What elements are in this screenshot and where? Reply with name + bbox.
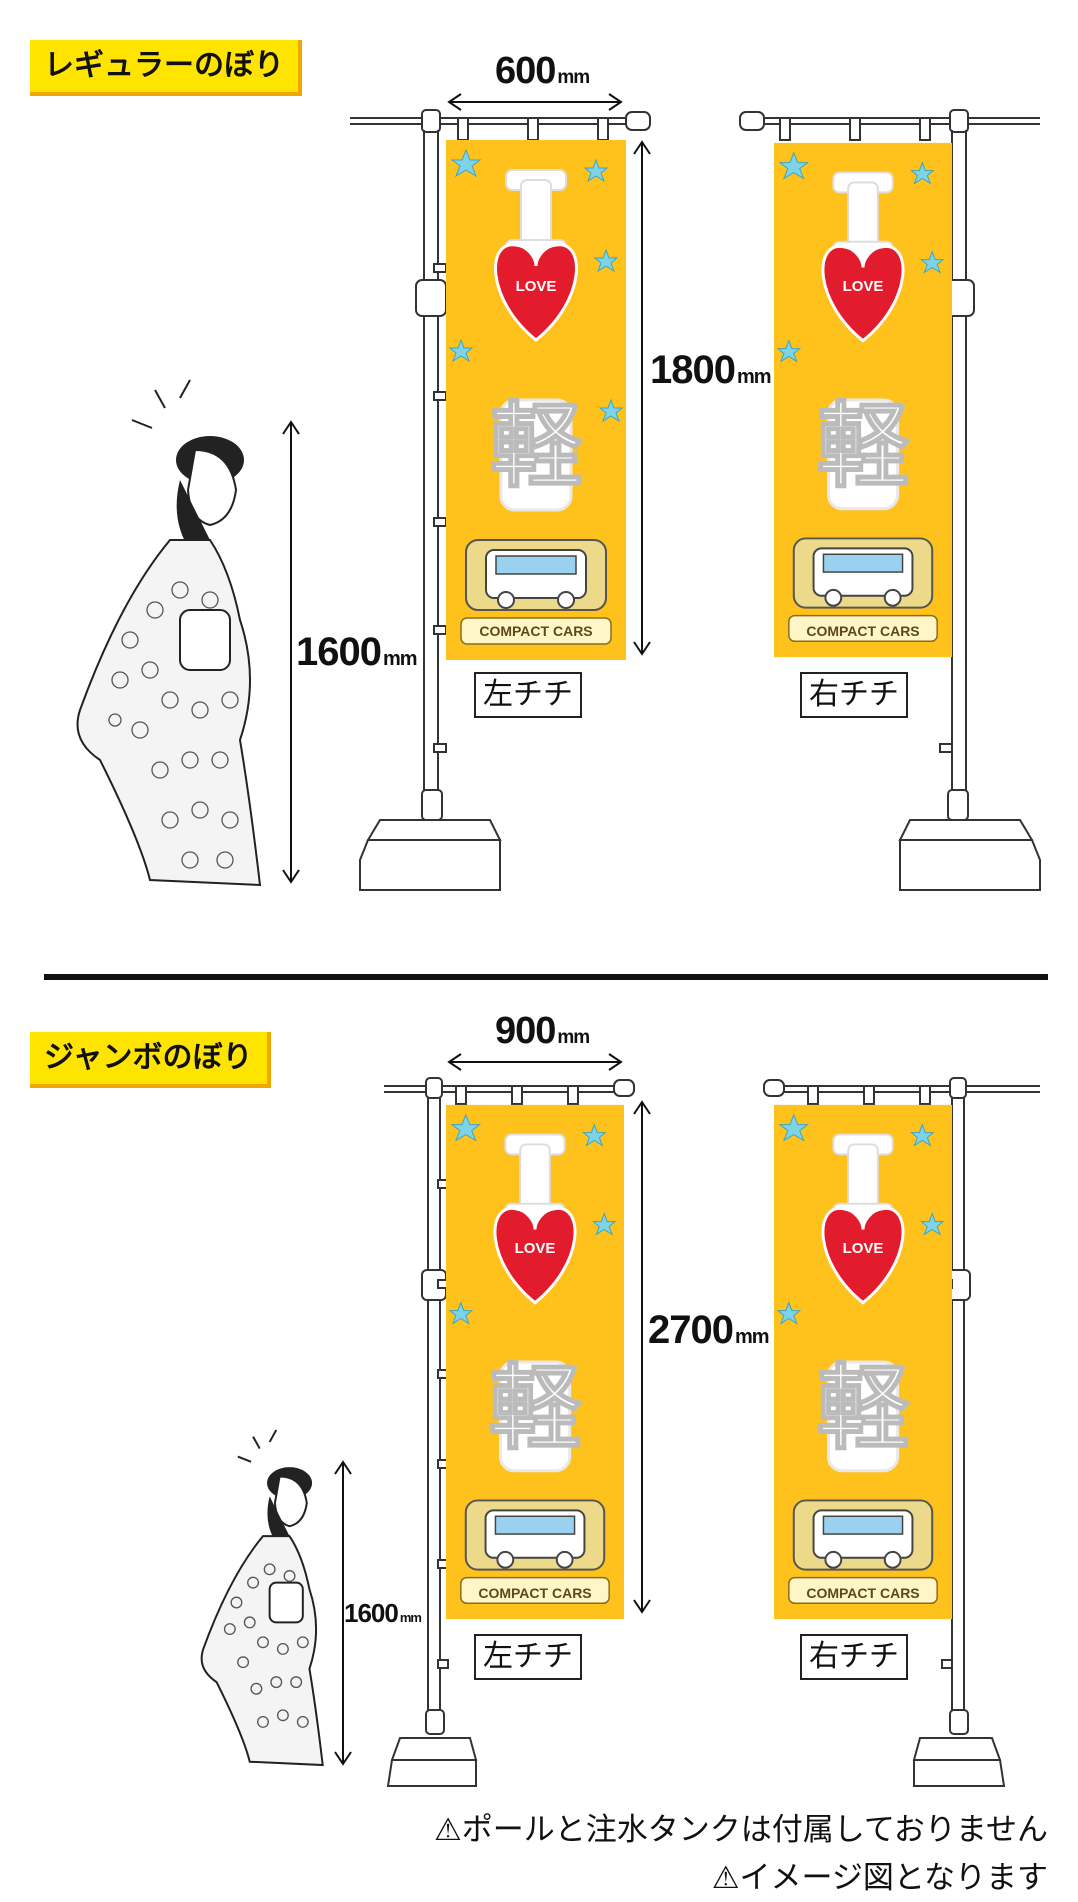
banner-right-jumbo bbox=[763, 1077, 1040, 1787]
width-arrow-jumbo bbox=[447, 1053, 623, 1071]
banner-art-right-jumbo: LOVE 軽 COMPACT CARS bbox=[774, 1102, 952, 1622]
banner-love-text: LOVE bbox=[842, 278, 884, 295]
person-arrow-jumbo bbox=[334, 1460, 352, 1766]
note-pole-not-included: ⚠ポールと注水タンクは付属しておりません bbox=[434, 1812, 1048, 1848]
banner-left-jumbo bbox=[384, 1077, 635, 1787]
banner-compact-cars: COMPACT CARS bbox=[478, 1585, 592, 1601]
banner-kanji: 軽 bbox=[816, 1354, 910, 1463]
banner-compact-cars: COMPACT CARS bbox=[479, 623, 593, 639]
width-arrow-regular bbox=[447, 93, 623, 111]
banner-kanji: 軽 bbox=[488, 1354, 582, 1463]
banner-love-text: LOVE bbox=[514, 1240, 556, 1257]
height-arrow-jumbo bbox=[633, 1100, 651, 1614]
banner-compact-cars: COMPACT CARS bbox=[806, 1585, 920, 1601]
banner-kanji: 軽 bbox=[489, 392, 583, 501]
banner-love-text: LOVE bbox=[842, 1240, 884, 1257]
banner-right-regular bbox=[739, 109, 1041, 891]
caption-left-jumbo: 左チチ bbox=[474, 1634, 582, 1680]
banner-letter-i: I bbox=[446, 158, 626, 169]
section-label-jumbo: ジャンボのぼり bbox=[30, 1032, 271, 1088]
kimono-woman-figure bbox=[76, 379, 262, 887]
caption-left-regular: 左チチ bbox=[474, 672, 582, 718]
height-arrow-regular bbox=[633, 140, 651, 656]
note-image-only: ⚠イメージ図となります bbox=[711, 1860, 1048, 1896]
banner-love-text: LOVE bbox=[515, 278, 557, 295]
banner-art-right-regular: LOVE 軽 COMPACT CARS bbox=[774, 140, 952, 660]
section-label-regular: レギュラーのぼり bbox=[30, 40, 302, 96]
banner-kanji: 軽 bbox=[816, 392, 910, 501]
banner-art-left-regular: I LOVE 軽 COMPACT CARS bbox=[446, 140, 626, 660]
section-divider bbox=[44, 974, 1048, 980]
caption-right-jumbo: 右チチ bbox=[800, 1634, 908, 1680]
banner-compact-cars: COMPACT CARS bbox=[806, 623, 920, 639]
kimono-woman-figure-small bbox=[200, 1429, 324, 1767]
person-arrow-regular bbox=[282, 420, 300, 884]
banner-art-left-jumbo: LOVE 軽 COMPACT CARS bbox=[446, 1102, 624, 1622]
caption-right-regular: 右チチ bbox=[800, 672, 908, 718]
